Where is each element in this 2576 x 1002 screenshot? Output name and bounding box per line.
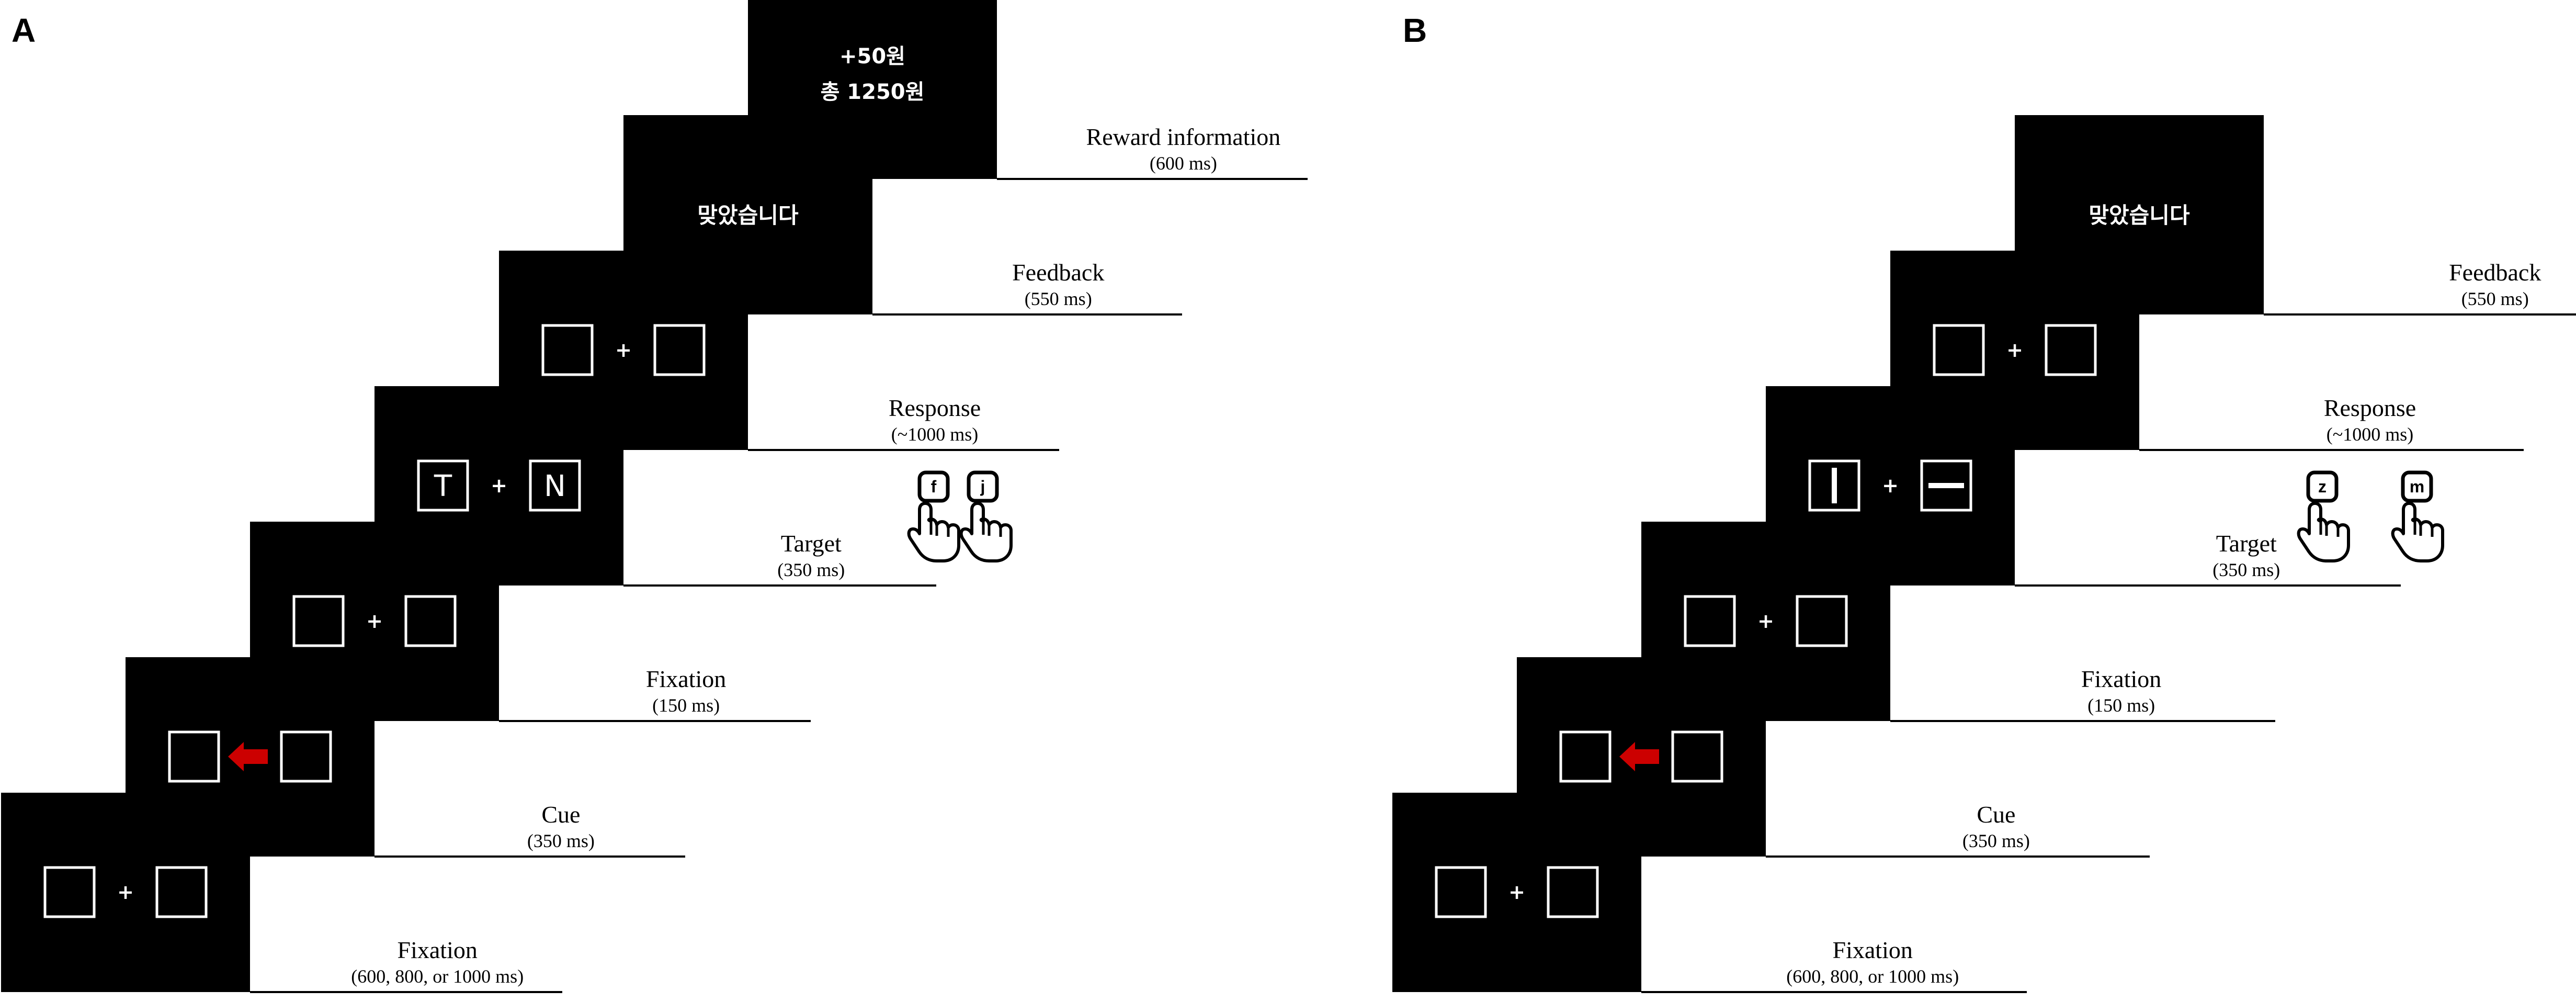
left-placeholder-box	[541, 324, 594, 376]
phase-duration: (350 ms)	[777, 559, 845, 580]
phase-title: Target	[781, 530, 842, 557]
screen-0	[1392, 793, 1641, 992]
hand-outline	[907, 502, 960, 562]
key-icon: f	[917, 470, 950, 503]
right-placeholder-box	[404, 595, 457, 647]
hand-outline	[2297, 502, 2350, 562]
key-letter: z	[2318, 477, 2327, 496]
phase-duration: (350 ms)	[2212, 559, 2280, 580]
panel-b: B 맞았습니다 Feedback(550 ms) + Response (~1000 ms…	[1392, 12, 2576, 993]
key-letter: m	[2410, 477, 2424, 496]
right-placeholder-box	[1920, 459, 1972, 512]
phase-title: Feedback	[2449, 259, 2541, 286]
key-letter: j	[980, 477, 985, 496]
pointing-hand-icon	[959, 502, 1013, 562]
phase-duration: (~1000 ms)	[891, 424, 978, 445]
pointing-hand-icon	[907, 502, 960, 562]
left-placeholder-box	[43, 866, 96, 918]
fixation-cross: +	[615, 339, 632, 362]
left-arrow-icon	[1619, 742, 1659, 771]
key-icon: m	[2401, 470, 2433, 503]
left-arrow-icon	[228, 742, 268, 771]
target-right-letter: N	[544, 469, 566, 503]
phase-duration: (~1000 ms)	[2327, 424, 2413, 445]
left-placeholder-box	[168, 730, 220, 783]
fixation-cross: +	[1757, 610, 1774, 633]
phase-title: Cue	[1977, 801, 2015, 828]
phase-title: Target	[2216, 530, 2277, 557]
phase-title: Response	[889, 395, 981, 421]
right-placeholder-box	[2045, 324, 2097, 376]
fixation-cross: +	[491, 474, 507, 497]
left-placeholder-box	[292, 595, 345, 647]
phase-duration: (600, 800, or 1000 ms)	[1786, 966, 1959, 987]
key-letter: f	[931, 477, 937, 496]
pointing-hand-icon	[2297, 502, 2350, 562]
phase-duration: (350 ms)	[1962, 830, 2030, 851]
phase-duration: (550 ms)	[1025, 288, 1092, 309]
vertical-bar-stimulus	[1832, 468, 1837, 503]
phase-duration: (150 ms)	[2087, 695, 2155, 716]
key-cap	[917, 470, 950, 503]
panel-letter: B	[1403, 12, 1427, 49]
fixation-cross: +	[1882, 474, 1899, 497]
reward-total: 총 1250원	[821, 80, 925, 104]
target-left-letter: T	[434, 469, 452, 503]
phase-title: Fixation	[398, 937, 478, 963]
left-placeholder-box	[1435, 866, 1487, 918]
right-placeholder-box	[155, 866, 208, 918]
pointing-hand-icon	[2391, 502, 2444, 562]
fixation-cross: +	[117, 881, 134, 904]
screen-0	[1, 793, 250, 992]
right-placeholder-box	[653, 324, 706, 376]
key-cap	[2306, 470, 2339, 503]
panel-letter: A	[12, 12, 36, 49]
phase-duration: (600, 800, or 1000 ms)	[351, 966, 524, 987]
right-placeholder-box	[529, 459, 581, 512]
key-cap	[2401, 470, 2433, 503]
left-placeholder-box	[1559, 730, 1612, 783]
left-placeholder-box	[1684, 595, 1736, 647]
phase-title: Cue	[541, 801, 580, 828]
phase-title: Feedback	[1012, 259, 1104, 286]
phase-title: Fixation	[646, 666, 726, 692]
right-placeholder-box	[1671, 730, 1723, 783]
left-placeholder-box	[1933, 324, 1985, 376]
fixation-cross: +	[366, 610, 383, 633]
right-placeholder-box	[280, 730, 332, 783]
key-icon: j	[967, 470, 999, 503]
feedback-text: 맞았습니다	[2089, 202, 2190, 228]
right-placeholder-box	[1796, 595, 1848, 647]
left-placeholder-box	[417, 459, 469, 512]
right-placeholder-box	[1547, 866, 1599, 918]
phase-duration: (600 ms)	[1150, 153, 1217, 174]
horizontal-bar-stimulus	[1928, 483, 1964, 488]
fixation-cross: +	[2006, 339, 2023, 362]
phase-title: Fixation	[1833, 937, 1913, 963]
phase-duration: (350 ms)	[527, 830, 595, 851]
hand-outline	[959, 502, 1013, 562]
key-cap	[967, 470, 999, 503]
reward-amount: +50원	[839, 44, 905, 69]
left-placeholder-box	[1808, 459, 1860, 512]
phase-title: Fixation	[2081, 666, 2161, 692]
hand-outline	[2391, 502, 2444, 562]
phase-duration: (550 ms)	[2461, 288, 2529, 309]
phase-duration: (150 ms)	[652, 695, 720, 716]
fixation-cross: +	[1508, 881, 1525, 904]
phase-title: Reward information	[1086, 123, 1281, 150]
key-icon: z	[2306, 470, 2339, 503]
phase-title: Response	[2324, 395, 2416, 421]
feedback-text: 맞았습니다	[697, 202, 799, 228]
